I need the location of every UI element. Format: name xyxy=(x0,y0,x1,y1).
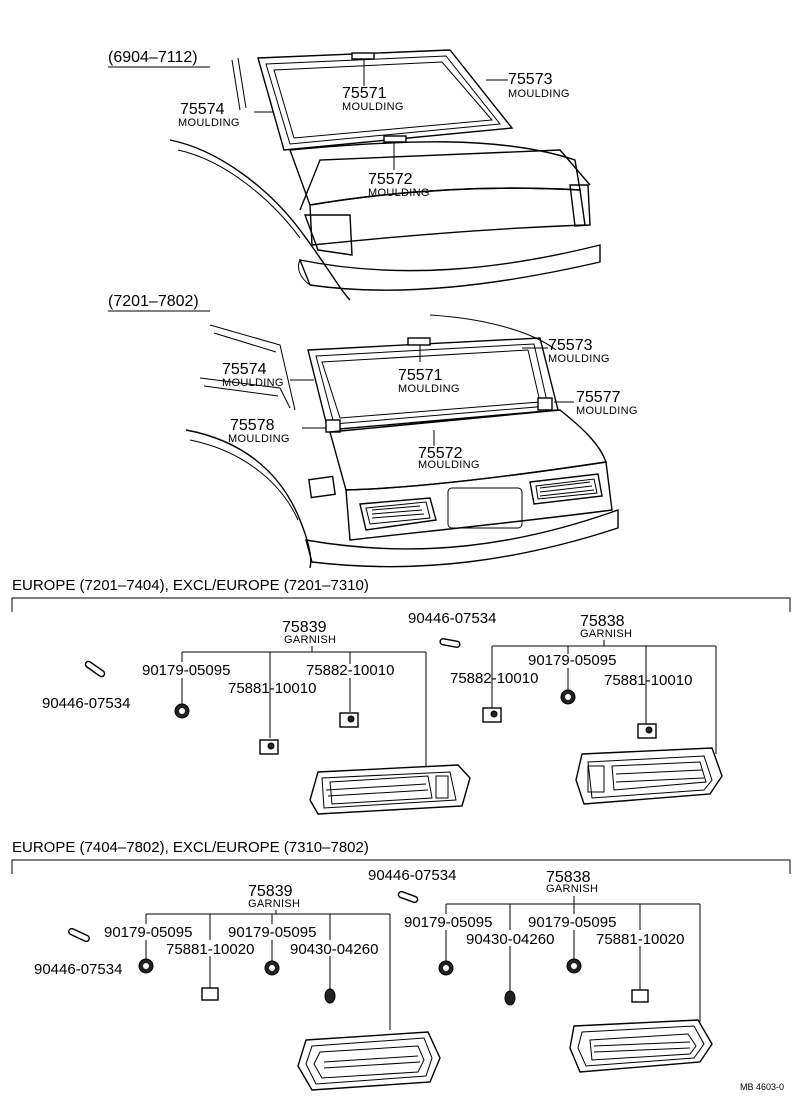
part-number-75571-top: 75571 xyxy=(342,85,387,102)
nut-icon xyxy=(174,703,190,719)
nut-icon xyxy=(138,958,154,974)
diagram-code: MB 4603-0 xyxy=(740,1082,784,1092)
part-name-75572-mid: MOULDING xyxy=(418,459,480,471)
garnish-number-left-2: 75839 xyxy=(248,883,293,900)
part-90179-05095-right-2b: 90179-05095 xyxy=(528,914,616,931)
part-90179-05095-left-1: 90179-05095 xyxy=(142,662,230,679)
part-75881-10020-right-2: 75881-10020 xyxy=(596,931,684,948)
part-number-75572-mid: 75572 xyxy=(418,445,463,462)
part-name-75573-mid: MOULDING xyxy=(548,353,610,365)
garnish-lamp-right-2 xyxy=(569,1019,713,1073)
part-name-75574-mid: MOULDING xyxy=(222,377,284,389)
range-label-top: (6904–7112) xyxy=(108,49,198,66)
part-number-75574-top: 75574 xyxy=(180,101,225,118)
part-name-75571-top: MOULDING xyxy=(342,101,404,113)
garnish-number-right-2: 75838 xyxy=(546,869,591,886)
garnish-75839-group-2: 75839 GARNISH 90179-05095 90179-05095 75… xyxy=(34,883,441,1091)
nut-icon xyxy=(264,960,280,976)
part-75881-10020-left-2: 75881-10020 xyxy=(166,941,254,958)
part-90446-07534-left-1: 90446-07534 xyxy=(42,695,130,712)
part-number-75572-top: 75572 xyxy=(368,171,413,188)
part-90430-04260-left-2: 90430-04260 xyxy=(290,941,378,958)
garnish-75839-group-1: 75839 GARNISH 90179-05095 75882-10010 75… xyxy=(42,619,471,815)
nut-icon xyxy=(560,689,576,705)
clip-icon xyxy=(482,707,502,723)
part-name-75571-mid: MOULDING xyxy=(398,383,460,395)
section-header-2: EUROPE (7404–7802), EXCL/EUROPE (7310–78… xyxy=(12,839,369,856)
europe-section-1: EUROPE (7201–7404), EXCL/EUROPE (7201–73… xyxy=(11,577,791,815)
part-75882-10010-left-1: 75882-10010 xyxy=(306,662,394,679)
nut-icon xyxy=(438,960,454,976)
clip-icon xyxy=(339,712,359,728)
nut-icon xyxy=(566,958,582,974)
part-number-75573-top: 75573 xyxy=(508,71,553,88)
part-number-75578-mid: 75578 xyxy=(230,417,275,434)
range-label-middle: (7201–7802) xyxy=(108,293,199,310)
garnish-name-left-2: GARNISH xyxy=(248,898,300,910)
rear-view-7201-7802: (7201–7802) xyxy=(108,293,638,569)
clip-icon xyxy=(631,989,649,1003)
garnish-name-right-2: GARNISH xyxy=(546,883,598,895)
garnish-lamp-right-1 xyxy=(575,747,723,805)
garnish-lamp-left-2 xyxy=(297,1031,441,1091)
part-name-75577-mid: MOULDING xyxy=(576,405,638,417)
part-75881-10010-right-1: 75881-10010 xyxy=(604,672,692,689)
part-name-75572-top: MOULDING xyxy=(368,187,430,199)
part-90430-04260-right-2: 90430-04260 xyxy=(466,931,554,948)
part-75881-10010-left-1: 75881-10010 xyxy=(228,680,316,697)
garnish-number-right-1: 75838 xyxy=(580,613,625,630)
clip-icon xyxy=(259,739,279,755)
pin-clip-icon xyxy=(397,890,419,904)
part-90446-07534-left-2: 90446-07534 xyxy=(34,961,122,978)
pin-clip-icon xyxy=(68,927,90,943)
part-number-75573-mid: 75573 xyxy=(548,337,593,354)
garnish-name-right-1: GARNISH xyxy=(580,628,632,640)
garnish-number-left-1: 75839 xyxy=(282,619,327,636)
part-number-75577-mid: 75577 xyxy=(576,389,621,406)
garnish-lamp-left-1 xyxy=(309,764,471,815)
part-name-75573-top: MOULDING xyxy=(508,88,570,100)
garnish-75838-group-2: 90446-07534 75838 GARNISH 90179-05095 90… xyxy=(368,867,713,1073)
garnish-75838-group-1: 90446-07534 75838 GARNISH 90179-05095 75… xyxy=(408,610,723,805)
europe-section-2: EUROPE (7404–7802), EXCL/EUROPE (7310–78… xyxy=(11,839,791,1091)
rear-view-6904-7112: (6904–7112) 75571 MOULDING 75573 MOULDI xyxy=(108,49,601,301)
part-75882-10010-right-1: 75882-10010 xyxy=(450,670,538,687)
pin-clip-icon xyxy=(439,638,461,648)
part-name-75578-mid: MOULDING xyxy=(228,433,290,445)
part-name-75574-top: MOULDING xyxy=(178,117,240,129)
part-90179-05095-left-2b: 90179-05095 xyxy=(228,924,316,941)
grommet-icon xyxy=(324,988,336,1004)
part-90179-05095-right-2a: 90179-05095 xyxy=(404,914,492,931)
part-90179-05095-right-1: 90179-05095 xyxy=(528,652,616,669)
part-90446-07534-right-2: 90446-07534 xyxy=(368,867,456,884)
clip-icon xyxy=(637,723,657,739)
grommet-icon xyxy=(504,990,516,1006)
section-header-1: EUROPE (7201–7404), EXCL/EUROPE (7201–73… xyxy=(12,577,369,594)
part-90179-05095-left-2a: 90179-05095 xyxy=(104,924,192,941)
pin-clip-icon xyxy=(84,660,106,678)
clip-icon xyxy=(201,987,219,1001)
part-number-75574-mid: 75574 xyxy=(222,361,267,378)
part-90446-07534-right-1: 90446-07534 xyxy=(408,610,496,627)
part-number-75571-mid: 75571 xyxy=(398,367,443,384)
garnish-name-left-1: GARNISH xyxy=(284,634,336,646)
